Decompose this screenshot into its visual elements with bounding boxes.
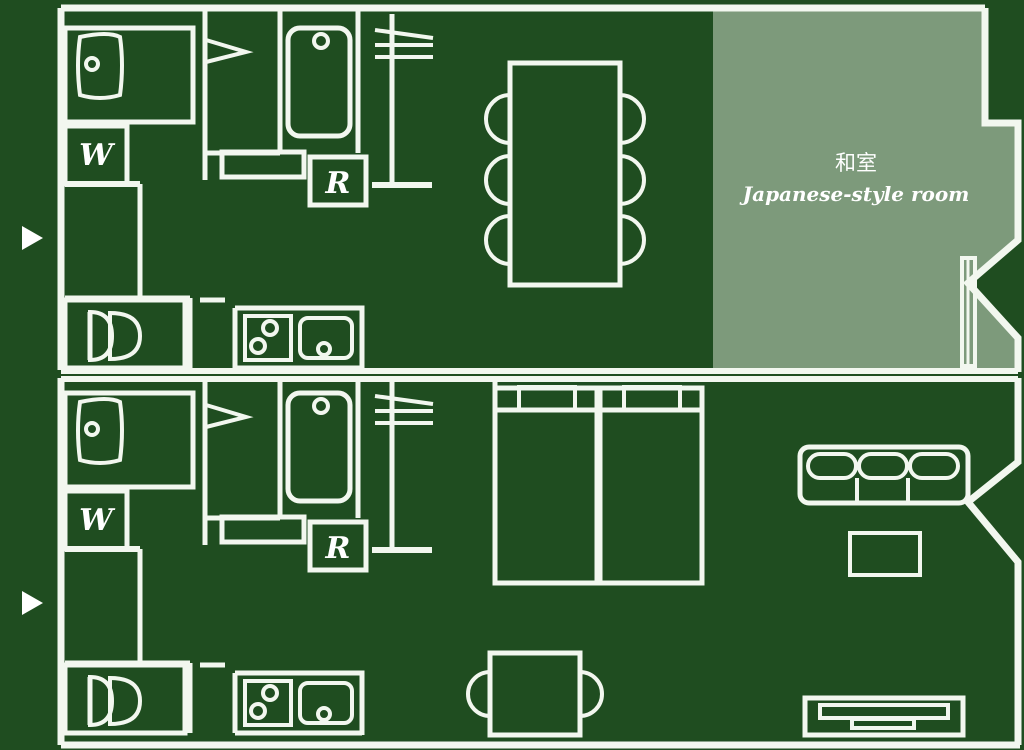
toilet-upper[interactable] xyxy=(62,297,188,371)
sofa-cushion-2 xyxy=(857,452,909,480)
closet-hanger-line-1 xyxy=(374,28,434,40)
closet-lower[interactable] xyxy=(372,382,434,553)
japanese-room-fill xyxy=(713,8,1016,370)
washbasin-room-lower[interactable] xyxy=(62,390,196,490)
kitchen-stove-icon xyxy=(243,314,293,362)
dining-table-icon xyxy=(507,60,623,288)
stove-burner-1-lower xyxy=(261,684,279,702)
japanese-style-room[interactable]: 和室 Japanese-style room xyxy=(713,8,1016,370)
washing-machine-symbol-lower: W xyxy=(79,503,116,538)
toilet-bowl-icon-lower xyxy=(108,675,143,727)
stove-burner-1 xyxy=(261,319,279,337)
bathtub-drain-icon-lower xyxy=(312,397,330,415)
closet-upper[interactable] xyxy=(372,14,434,188)
kitchen-sink-icon-lower xyxy=(298,681,354,725)
toilet-lower[interactable] xyxy=(62,662,188,736)
bathtub-drain-icon xyxy=(312,32,330,50)
unit-upper: W xyxy=(22,8,977,371)
washbasin-drain-icon xyxy=(84,56,100,72)
dining-chair-right-2 xyxy=(619,154,646,206)
closet-hanger-line-1-lower xyxy=(374,394,434,406)
washbasin-room-upper[interactable] xyxy=(62,25,196,125)
outer-walls xyxy=(57,4,1022,749)
dining-chair-left-3 xyxy=(484,214,511,266)
unit-lower: W xyxy=(22,380,971,738)
side-chair-left xyxy=(466,670,491,718)
kitchen-sink-icon xyxy=(298,316,354,360)
side-table-icon xyxy=(487,650,583,738)
washbasin-basin-icon xyxy=(76,32,124,100)
bath-vanity-counter xyxy=(219,149,307,180)
dining-set-upper[interactable] xyxy=(484,60,646,288)
kitchen-sink-drain-lower xyxy=(316,706,332,722)
dining-chair-left-2 xyxy=(484,154,511,206)
wall-right-upper-profile xyxy=(962,8,1022,372)
refrigerator-symbol: R xyxy=(325,166,351,201)
bathtub-icon xyxy=(285,25,353,139)
kitchen-stove-icon-lower xyxy=(243,679,293,727)
toilet-room-lower xyxy=(62,662,188,736)
dining-chair-left-1 xyxy=(484,93,511,145)
sofa-frame xyxy=(797,444,971,506)
entrance-arrow-upper xyxy=(22,226,43,250)
bathtub-icon-lower xyxy=(285,390,353,504)
bath-vanity-counter-lower xyxy=(219,514,307,545)
stove-burner-2 xyxy=(249,337,267,355)
refrigerator-lower[interactable]: R xyxy=(307,519,369,573)
unit-divider-wall xyxy=(61,368,1018,382)
tv-stand-icon xyxy=(802,695,966,738)
kitchen-lower[interactable] xyxy=(187,662,365,736)
toilet-bowl-icon xyxy=(108,310,143,362)
wall-right-lower-profile xyxy=(963,378,1022,745)
bathroom-door-icon xyxy=(205,38,254,64)
bathroom-lower[interactable] xyxy=(202,380,361,545)
sofa-lower[interactable] xyxy=(797,444,971,506)
sofa-cushion-1 xyxy=(806,452,858,480)
television-lower[interactable] xyxy=(802,695,966,738)
entrance-arrow-icon-lower xyxy=(22,591,43,615)
washbasin-drain-icon-lower xyxy=(84,421,100,437)
bed-right-pillow xyxy=(622,385,682,412)
side-table-set-lower[interactable] xyxy=(466,650,604,738)
washbasin-basin-icon-lower xyxy=(76,397,124,465)
toilet-room xyxy=(62,297,188,371)
sofa-cushion-3 xyxy=(908,452,960,480)
entrance-arrow-icon xyxy=(22,226,43,250)
refrigerator-box-lower xyxy=(307,519,369,573)
refrigerator-upper[interactable]: R xyxy=(307,154,369,208)
coffee-table-icon[interactable] xyxy=(848,531,922,577)
refrigerator-box xyxy=(307,154,369,208)
tv-base-icon xyxy=(850,717,916,730)
kitchen-sink-drain xyxy=(316,341,332,357)
bed-left-pillow xyxy=(517,385,577,412)
side-chair-right xyxy=(579,670,604,718)
bathroom-upper[interactable] xyxy=(202,8,361,180)
dining-chair-right-1 xyxy=(619,93,646,145)
washing-machine-lower[interactable]: W xyxy=(62,488,140,552)
bathroom-door-icon-lower xyxy=(205,403,254,429)
japanese-room-label-en: Japanese-style room xyxy=(739,182,970,206)
washing-machine-symbol: W xyxy=(79,138,116,173)
refrigerator-symbol-lower: R xyxy=(325,531,351,566)
dining-chair-right-3 xyxy=(619,214,646,266)
balcony-window-upper[interactable] xyxy=(960,256,977,368)
washing-machine-upper[interactable]: W xyxy=(62,123,140,187)
kitchen-counter-outline xyxy=(235,305,365,370)
washbasin-alcove-lower xyxy=(62,390,196,490)
kitchen-upper[interactable] xyxy=(187,297,365,371)
stove-burner-2-lower xyxy=(249,702,267,720)
beds-lower[interactable] xyxy=(492,385,705,586)
washbasin-alcove xyxy=(62,25,196,125)
kitchen-counter-outline-lower xyxy=(235,670,365,735)
entrance-arrow-lower xyxy=(22,591,43,615)
japanese-room-label-jp: 和室 xyxy=(835,151,877,175)
